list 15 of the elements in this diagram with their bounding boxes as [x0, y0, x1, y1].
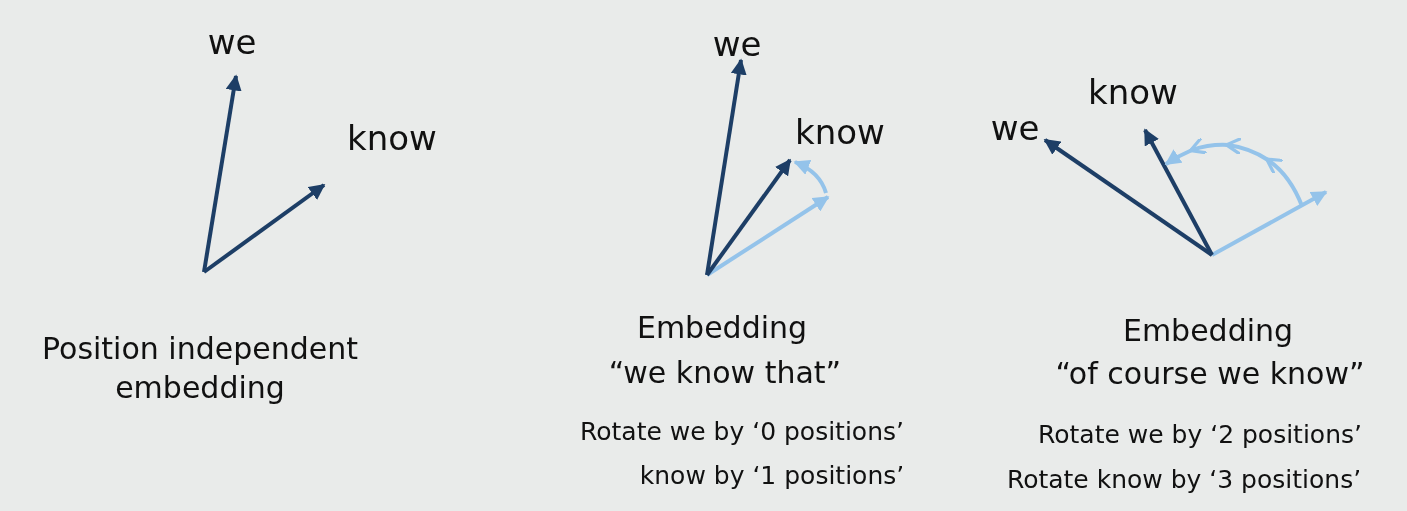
caption: Embedding — [1122, 311, 1294, 350]
rotation-note: Rotate we by ‘2 positions’ — [1038, 418, 1362, 451]
vector-label: we — [207, 20, 257, 64]
vector-label: we — [990, 106, 1040, 150]
rotation-note: Rotate know by ‘3 positions’ — [1006, 463, 1362, 496]
vector-label: know — [1088, 70, 1178, 114]
vector-label: we — [712, 22, 762, 66]
caption: “of course we know” — [1055, 354, 1365, 393]
caption: “we know that” — [608, 353, 842, 392]
rotation-note: Rotate we by ‘0 positions’ — [580, 415, 904, 448]
vector-label: know — [347, 116, 437, 160]
caption: Position independent embedding — [41, 330, 359, 407]
caption: Embedding — [636, 308, 808, 347]
vector-label: know — [795, 110, 885, 154]
rotation-note: know by ‘1 positions’ — [639, 459, 905, 492]
